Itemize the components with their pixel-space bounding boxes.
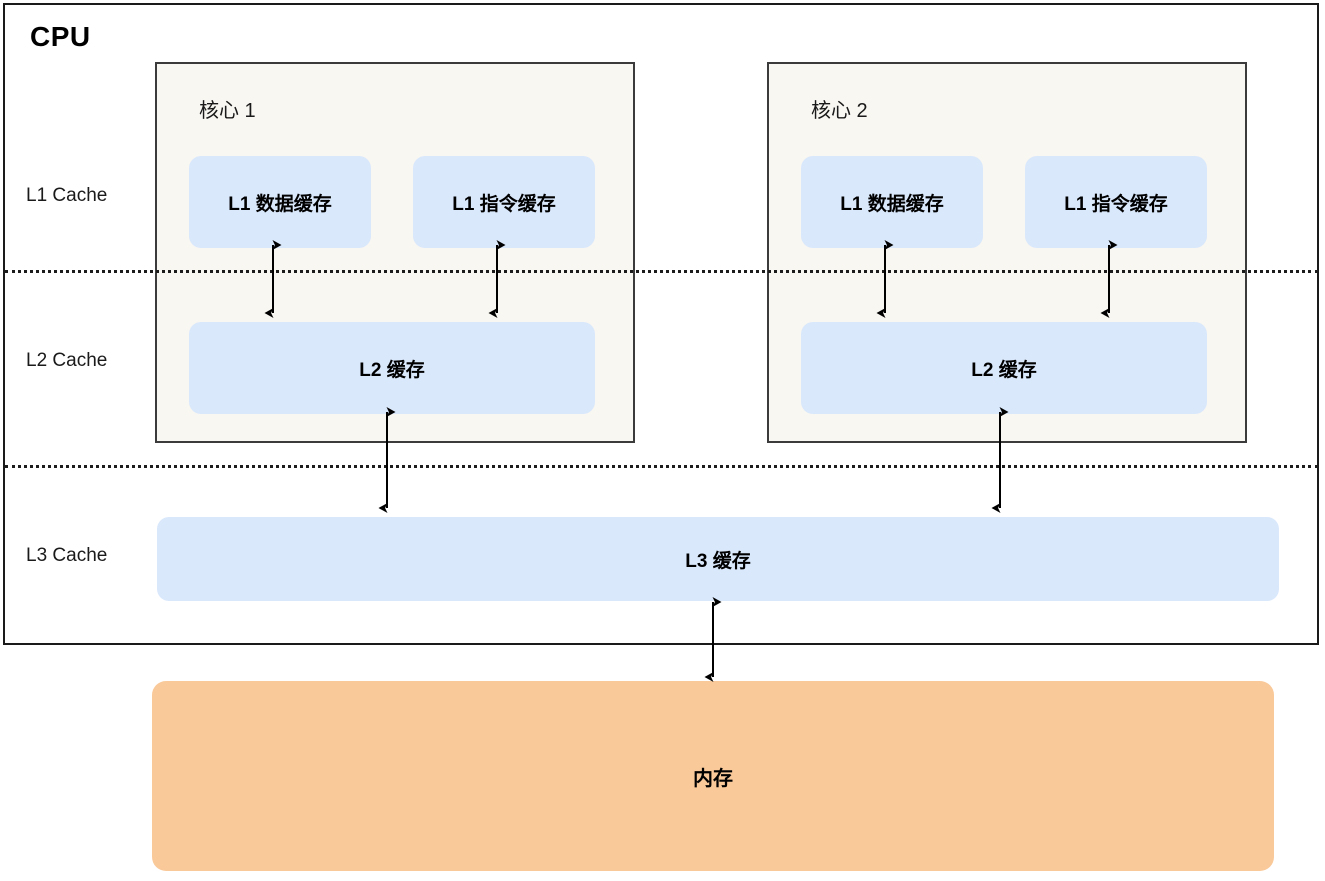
- dotted-separator-l1-l2: [5, 270, 1318, 273]
- core-1-l2-cache[interactable]: L2 缓存: [189, 322, 595, 414]
- core-1-container: 核心 1 L1 数据缓存 L1 指令缓存 L2 缓存: [155, 62, 635, 443]
- level-label-l2: L2 Cache: [26, 350, 108, 371]
- cpu-title-label: CPU: [30, 21, 91, 52]
- core-2-title: 核心 2: [811, 100, 868, 122]
- dotted-separator-l2-l3: [5, 465, 1318, 468]
- level-label-l3: L3 Cache: [26, 545, 108, 566]
- cpu-boundary-box: CPU 核心 1 L1 数据缓存 L1 指令缓存 L2 缓存 核心 2 L1 数…: [3, 3, 1319, 645]
- core-2-l1-data-cache[interactable]: L1 数据缓存: [801, 156, 983, 248]
- memory-block[interactable]: 内存: [152, 681, 1274, 871]
- l3-cache-block[interactable]: L3 缓存: [157, 517, 1279, 601]
- core-1-title: 核心 1: [199, 100, 256, 122]
- core-2-container: 核心 2 L1 数据缓存 L1 指令缓存 L2 缓存: [767, 62, 1247, 443]
- core-1-l1-data-cache[interactable]: L1 数据缓存: [189, 156, 371, 248]
- core-2-l1-instruction-cache[interactable]: L1 指令缓存: [1025, 156, 1207, 248]
- level-label-l1: L1 Cache: [26, 185, 108, 206]
- core-1-l1-instruction-cache[interactable]: L1 指令缓存: [413, 156, 595, 248]
- core-2-l2-cache[interactable]: L2 缓存: [801, 322, 1207, 414]
